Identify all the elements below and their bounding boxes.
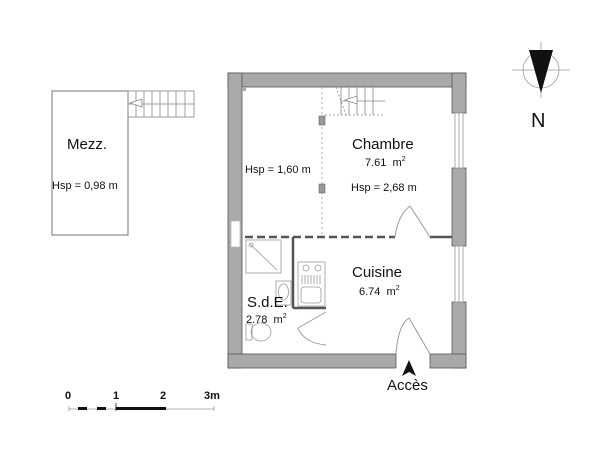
- area-unit: m: [273, 314, 283, 326]
- room-hsp-chambre: Hsp = 2,68 m: [351, 182, 417, 194]
- mezzanine-outline: [51, 90, 129, 236]
- room-label-cuisine: Cuisine: [352, 264, 403, 281]
- kitchen-stove-icon: [297, 261, 326, 307]
- area-value: 6.74: [359, 286, 381, 298]
- room-label-mezz: Mezz.: [67, 136, 108, 153]
- entrance-arrow-icon: [402, 360, 416, 376]
- window-cuisine: [454, 245, 464, 303]
- toilet-icon: [245, 322, 272, 342]
- room-area-sde: 2.78 m2: [246, 313, 287, 326]
- area-value: 2.78: [246, 314, 268, 326]
- area-unit-sup: 2: [401, 156, 406, 163]
- room-label-sde: S.d.E.: [247, 294, 288, 311]
- scale-tick-2: 2: [160, 390, 167, 402]
- area-unit-sup: 2: [395, 285, 400, 292]
- scale-tick-3: 3m: [204, 390, 220, 402]
- north-label: N: [531, 110, 546, 132]
- door-entrance: [395, 317, 431, 355]
- room-hsp-mezz: Hsp = 0,98 m: [52, 180, 118, 192]
- bathroom-walls: [291, 237, 326, 310]
- door-chambre: [394, 205, 431, 238]
- room-label-chambre: Chambre: [352, 136, 414, 153]
- beam-post: [318, 183, 326, 194]
- window-left: [230, 220, 241, 248]
- scale-bar: [68, 403, 215, 411]
- window-chambre: [454, 112, 464, 169]
- shower-icon: [245, 239, 282, 274]
- area-unit-sup: 2: [282, 313, 287, 320]
- room-area-cuisine: 6.74 m2: [359, 285, 400, 298]
- area-value: 7.61: [365, 157, 387, 169]
- area-unit: m: [392, 157, 402, 169]
- mezzanine-stair-icon: [127, 90, 195, 118]
- chambre-stair-icon: [325, 86, 385, 116]
- room-area-chambre: 7.61 m2: [365, 156, 406, 169]
- scale-tick-0: 0: [65, 390, 72, 402]
- room-hsp-chambre-low: Hsp = 1,60 m: [245, 164, 311, 176]
- entrance-label: Accès: [387, 377, 428, 394]
- door-bathroom: [297, 311, 327, 346]
- north-compass-icon: [512, 42, 570, 98]
- scale-tick-1: 1: [113, 390, 120, 402]
- wall-notch: [242, 87, 246, 91]
- area-unit: m: [386, 286, 396, 298]
- sink-icon: [275, 280, 292, 306]
- beam-post: [318, 115, 326, 126]
